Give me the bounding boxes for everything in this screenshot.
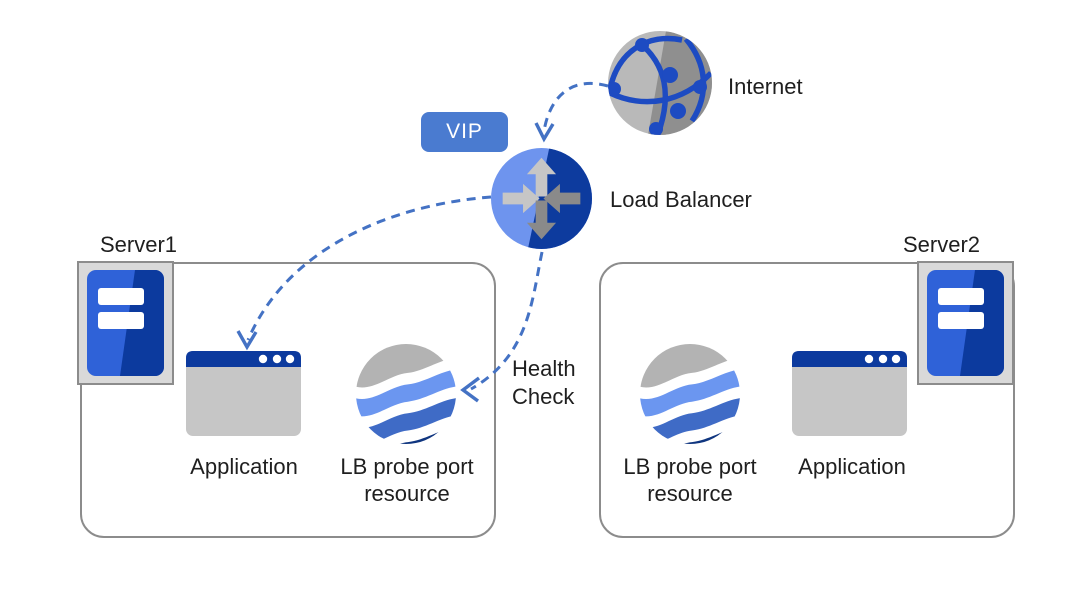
server1-probe-label: LB probe port resource [340, 454, 474, 506]
load-balancer-label: Load Balancer [610, 187, 752, 212]
server1-application-label: Application [190, 454, 298, 479]
load-balancer-icon [491, 148, 592, 249]
vip-label: VIP [446, 120, 483, 143]
arrow-internet-to-lb [542, 81, 609, 132]
server2-lb-probe-resource-icon [640, 344, 740, 444]
server2-probe-label: LB probe port resource [623, 454, 757, 506]
server2-box [599, 262, 1015, 538]
server2-application-label: Application [798, 454, 906, 479]
health-check-label: Health Check [512, 356, 576, 409]
internet-globe-icon [608, 31, 712, 135]
vip-badge: VIP [421, 112, 508, 152]
server2-tower-icon [917, 261, 1014, 385]
server1-application-icon [186, 351, 301, 436]
server2-application-icon [792, 351, 907, 436]
server2-label: Server2 [903, 232, 981, 257]
server1-lb-probe-resource-icon [356, 344, 456, 444]
arrowhead-internet-to-lb [534, 122, 555, 143]
server1-label: Server1 [100, 232, 178, 257]
server1-tower-icon [77, 261, 174, 385]
internet-label: Internet [728, 74, 803, 99]
